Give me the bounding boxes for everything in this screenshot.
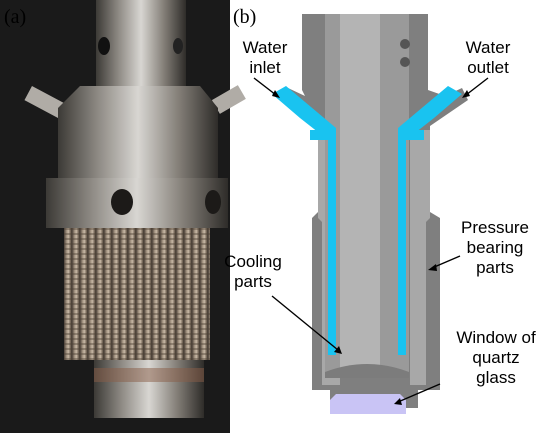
coolant-branch-right [406, 130, 424, 140]
coolant-channel-left [272, 86, 336, 355]
leader-water-inlet [253, 77, 277, 96]
outlet-fitting [211, 85, 246, 114]
panel-label-a: (a) [4, 6, 27, 28]
inner-shell [410, 130, 430, 385]
leader-window [397, 383, 441, 403]
bore-highlight [340, 14, 380, 374]
collar-hole [111, 189, 133, 215]
label-water-inlet: Water inlet [242, 38, 288, 77]
panel-label-b: (b) [233, 6, 257, 28]
bore-hole [400, 39, 410, 49]
arrowhead [394, 398, 402, 405]
threaded-body [64, 228, 210, 360]
leader-cooling-parts [271, 295, 339, 351]
arrowhead [272, 90, 280, 98]
label-pressure-bearing: Pressure bearing parts [460, 218, 530, 277]
top-tube [96, 0, 186, 92]
label-cooling-parts: Cooling parts [224, 252, 282, 291]
coolant-branch-left [310, 130, 328, 140]
arrowhead [334, 346, 342, 354]
quartz-window [330, 394, 406, 414]
collar-hole [205, 190, 221, 214]
arrowhead [428, 264, 437, 271]
tube-hole [173, 38, 183, 54]
arrowhead [462, 90, 470, 98]
label-window-quartz: Window of quartz glass [456, 328, 536, 387]
leader-water-outlet [465, 77, 489, 96]
head-block [58, 86, 218, 178]
coolant-channel-right [398, 86, 462, 355]
base-band [94, 368, 204, 382]
bore-hole [400, 57, 410, 67]
tube-hole [98, 37, 110, 55]
label-water-outlet: Water outlet [465, 38, 511, 77]
inlet-fitting [24, 86, 66, 118]
bore-bottom [325, 364, 409, 378]
collar [46, 178, 228, 228]
leader-pressure-bearing [431, 255, 461, 269]
